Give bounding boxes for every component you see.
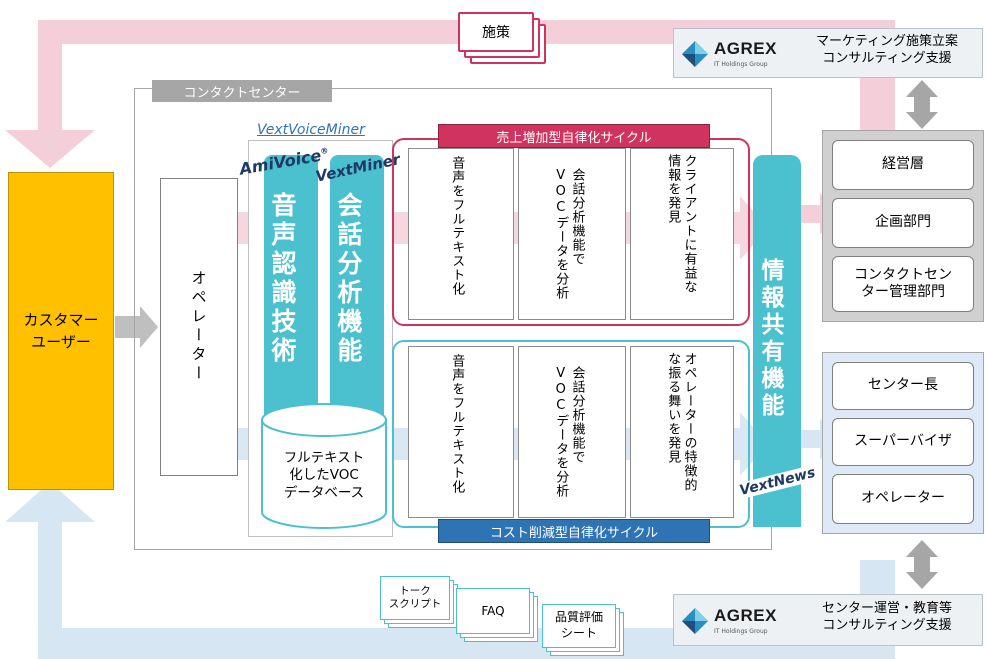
cycle-bottom-col2-text: 会話分析機能で VOCデータを分析 [553,366,585,498]
faq-doc: FAQ [456,588,530,634]
contact-center-label: コンタクトセンター [152,80,332,102]
agrex-diamond-icon [682,608,708,634]
cycle-top-col1-text: 音声をフルテキスト化 [449,156,465,296]
cycle-top-col3 [630,148,734,320]
agrex-bottom-sub: IT Holdings Group [714,628,768,635]
customer-to-operator-arrow [115,306,158,348]
agrex-top-box: AGREX IT Holdings Group マーケティング施策立案 コンサル… [673,28,983,78]
customer-label: カスタマー ユーザー [23,310,99,352]
agrex-top-desc: マーケティング施策立案 コンサルティング支援 [816,34,958,66]
speech-column [264,155,318,445]
vvm-title: VextVoiceMiner [257,122,365,138]
talk-script-label: トーク スクリプト [388,585,442,610]
staff-item-center-head: センター長 [832,362,974,410]
agrex-bottom-name: AGREX [714,606,777,625]
conv-analysis-label: 会話分析機能 [334,192,363,366]
mgmt-item-planning: 企画部門 [832,198,974,248]
mgmt-item-cc-admin: コンタクトセン ター管理部門 [832,256,974,312]
agrex-bottom-desc: センター運営・教育等 コンサルティング支援 [821,601,952,633]
double-arrow-top [906,80,938,129]
database-cylinder-icon [261,403,387,529]
policy-doc: 施策 [458,12,534,52]
agrex-bottom-box: AGREX IT Holdings Group センター運営・教育等 コンサルテ… [673,594,983,646]
talk-script-doc: トーク スクリプト [380,576,450,620]
info-share-column [753,155,801,527]
faq-label: FAQ [481,604,505,618]
speech-tech-label: 音声認識技術 [268,192,297,366]
cycle-bottom-col2 [518,346,626,518]
agrex-top-name: AGREX [714,39,777,58]
agrex-top-sub: IT Holdings Group [714,61,768,68]
staff-item-operator: オペレーター [832,474,974,524]
cycle-bottom-col1 [408,346,514,518]
database-label: フルテキスト 化したVOC データベース [283,449,365,501]
double-arrow-bottom [906,540,938,589]
cycle-bottom-col1-text: 音声をフルテキスト化 [449,354,465,494]
customer-box: カスタマー ユーザー [8,172,114,490]
cycle-top-col3-text: クライアントに有益な 情報を発見 [665,154,697,294]
quality-sheet-label: 品質評価 シート [554,610,603,640]
cycle-top-col1 [408,148,514,320]
agrex-diamond-icon [682,41,708,67]
cycle-bottom-title: コスト削減型自律化サイクル [438,519,710,543]
info-share-label: 情報共有機能 [757,258,783,420]
cycle-top-col2-text: 会話分析機能で VOCデータを分析 [553,168,585,300]
policy-doc-label: 施策 [482,25,510,41]
quality-sheet-doc: 品質評価 シート [542,604,616,648]
cycle-bottom-col3 [630,346,734,518]
staff-item-supervisor: スーパーバイザ [832,418,974,466]
cycle-top-col2 [518,148,626,320]
operator-box: オペレーター [160,178,238,476]
operator-label: オペレーター [189,270,208,384]
cycle-bottom-col3-text: オペレーターの特徴的 な振る舞いを発見 [665,352,697,492]
conv-column [330,155,384,445]
cycle-top-title: 売上増加型自律化サイクル [438,124,710,148]
mgmt-item-executives: 経営層 [832,140,974,190]
